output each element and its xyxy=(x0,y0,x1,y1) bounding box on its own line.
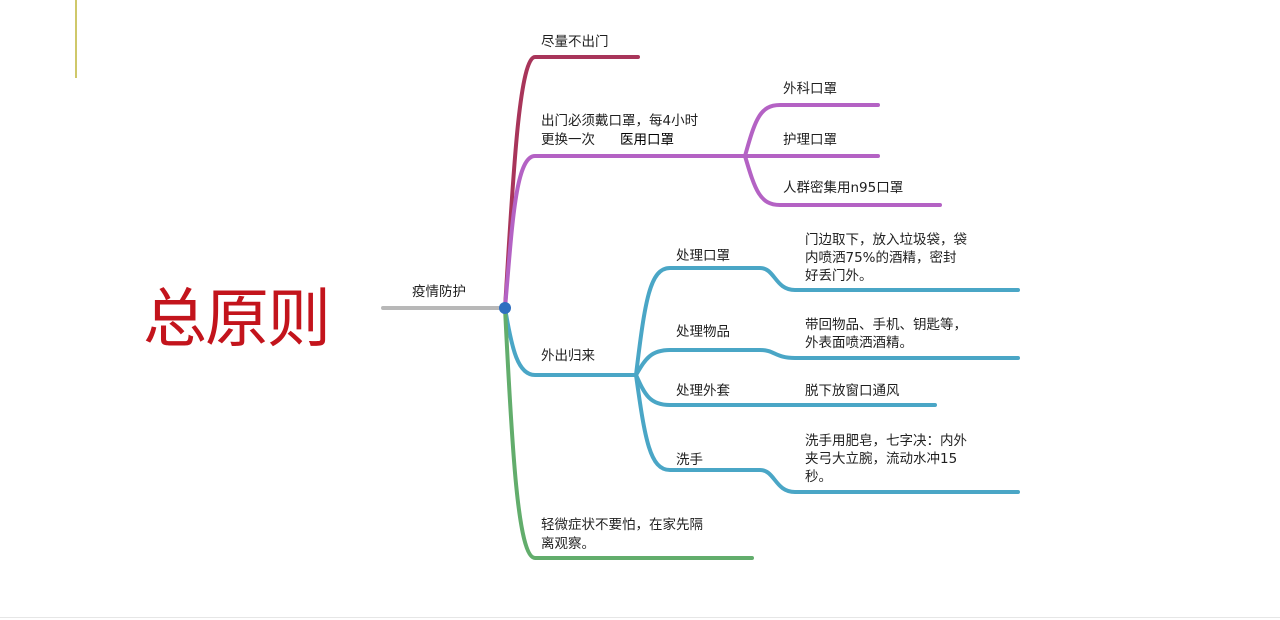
slide-title: 总原则 xyxy=(143,283,331,357)
step-detail-1-line2: 内喷洒75%的酒精，密封 xyxy=(805,250,957,266)
mask-type-2: 护理口罩 xyxy=(783,132,837,148)
step-label-4: 洗手 xyxy=(676,452,703,468)
branch-2-extra-label: 医用口罩 xyxy=(620,132,674,148)
branch-2-label-line1: 出门必须戴口罩，每4小时 xyxy=(541,113,699,129)
branch-3-label: 外出归来 xyxy=(541,348,595,364)
sub-line-3-4 xyxy=(634,373,1020,494)
accent-bar xyxy=(75,0,77,78)
step-detail-4-line2: 夹弓大立腕，流动水冲15 xyxy=(805,451,958,467)
step-detail-2-line1: 带回物品、手机、钥匙等， xyxy=(805,317,967,333)
step-detail-2-line2: 外表面喷洒酒精。 xyxy=(805,335,913,351)
step-label-2: 处理物品 xyxy=(676,324,730,340)
branch-4-label-line2: 离观察。 xyxy=(541,536,595,552)
step-detail-4-line1: 洗手用肥皂，七字决：内外 xyxy=(805,433,967,449)
step-detail-3-line1: 脱下放窗口通风 xyxy=(805,383,900,399)
step-detail-1-line3: 好丢门外。 xyxy=(805,268,873,284)
sub-line-3-2 xyxy=(634,348,1020,377)
sub-line-3-1 xyxy=(634,266,1020,377)
sub-line-2-3 xyxy=(743,154,942,207)
footer-divider xyxy=(0,617,1280,618)
branch-2-label-line2: 更换一次 xyxy=(541,132,595,148)
mask-type-1: 外科口罩 xyxy=(783,81,837,97)
branch-line-2 xyxy=(503,154,747,310)
step-label-3: 处理外套 xyxy=(676,383,730,399)
branch-1-label: 尽量不出门 xyxy=(541,34,609,50)
root-node: 疫情防护 xyxy=(412,284,466,300)
branch-4-label-line1: 轻微症状不要怕，在家先隔 xyxy=(541,517,703,533)
sub-line-2-1 xyxy=(743,103,880,158)
step-detail-4-line3: 秒。 xyxy=(805,469,832,485)
step-detail-1-line1: 门边取下，放入垃圾袋，袋 xyxy=(805,232,967,248)
branch-line-4 xyxy=(503,306,754,560)
center-node-dot xyxy=(499,302,511,314)
mask-type-3: 人群密集用n95口罩 xyxy=(783,180,904,196)
step-label-1: 处理口罩 xyxy=(676,248,730,264)
branch-line-1 xyxy=(503,55,640,310)
